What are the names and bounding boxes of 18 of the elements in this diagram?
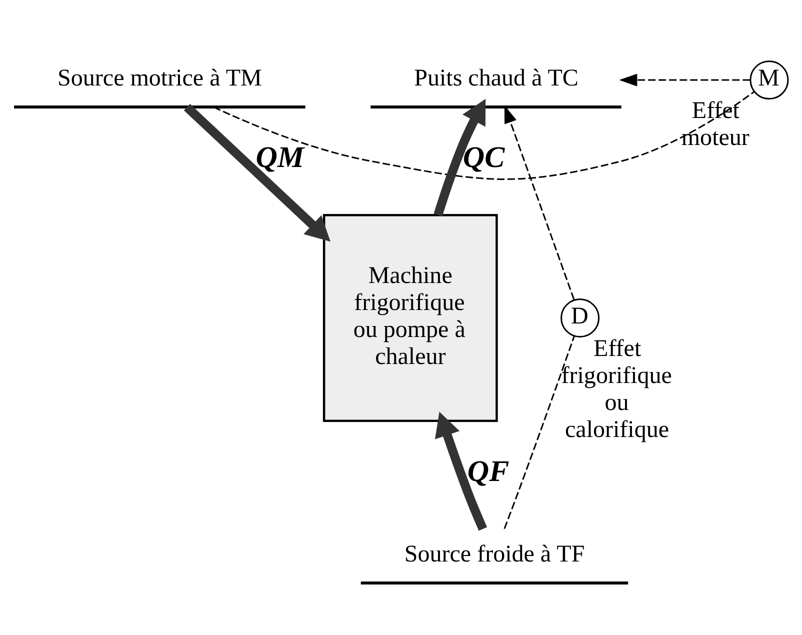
- arrow: [504, 104, 575, 300]
- arrow: [619, 73, 750, 86]
- node-text: Source froide à TF: [404, 541, 585, 568]
- arrow: [184, 103, 330, 242]
- node-box: Machine frigorifique ou pompe à chaleur: [322, 214, 498, 422]
- edge-label: QC: [462, 140, 505, 174]
- connector: [213, 90, 755, 180]
- arrow: [434, 411, 488, 530]
- node-circle: M: [750, 60, 789, 100]
- edge-label: QF: [467, 454, 510, 488]
- node-circle: D: [560, 298, 600, 338]
- node-label: Effet frigorifique ou calorifique: [561, 335, 672, 443]
- connector: [504, 335, 575, 528]
- arrow: [434, 98, 486, 216]
- edge-label: QM: [256, 140, 304, 174]
- node-label: Effet moteur: [681, 98, 750, 151]
- node-text: Source motrice à TM: [58, 65, 262, 92]
- node-text: Puits chaud à TC: [414, 65, 578, 92]
